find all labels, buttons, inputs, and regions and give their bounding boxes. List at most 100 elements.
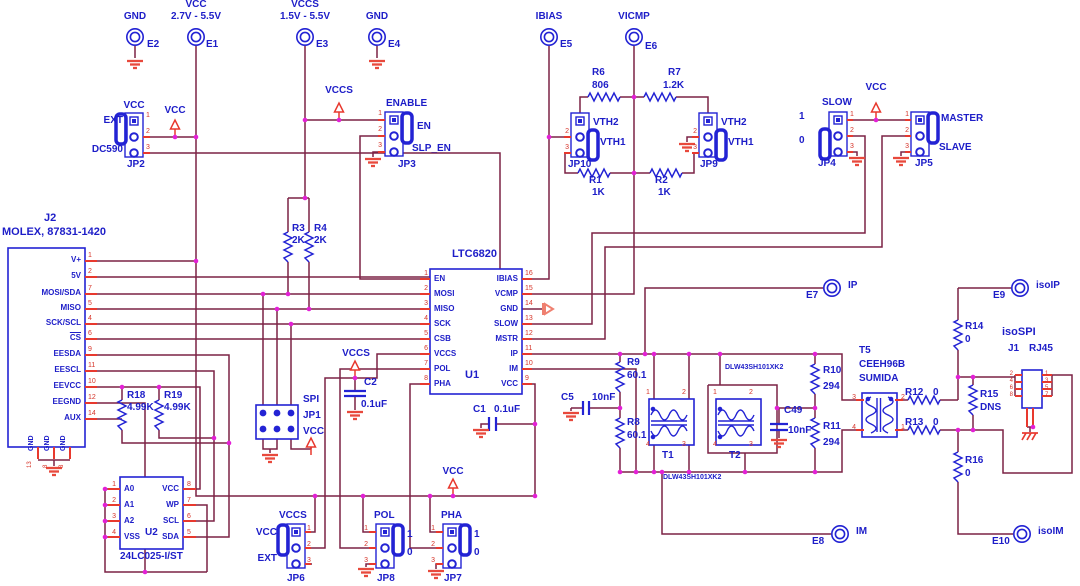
U1-pin9-num: 9 bbox=[525, 375, 529, 382]
U1-pin-MSTR: MSTR bbox=[495, 334, 518, 343]
C49-value: 10nF bbox=[788, 425, 812, 436]
E10-ref: E10 bbox=[992, 536, 1010, 547]
JP9-opt-vth2: VTH2 bbox=[721, 117, 747, 128]
U1-pin2-num: 2 bbox=[424, 285, 428, 292]
JP5-pin2-number: 2 bbox=[905, 127, 909, 134]
pin-stubs bbox=[37, 119, 1052, 565]
J2-pin-vplus: V+ bbox=[70, 255, 81, 264]
J2-pin9-num: 9 bbox=[88, 346, 92, 353]
U1-gnd-arrow bbox=[542, 302, 555, 316]
R13-value: 0 bbox=[933, 417, 939, 428]
J2-pin4-num: 4 bbox=[88, 315, 92, 322]
JP8-title: POL bbox=[374, 510, 395, 521]
U2-pin-A1: A1 bbox=[124, 500, 135, 509]
vccs-flag-label: VCCS bbox=[342, 348, 370, 359]
R2-value: 1K bbox=[658, 187, 671, 198]
JP7-pin1-number: 1 bbox=[431, 525, 435, 532]
JP4-opt-1: 1 bbox=[799, 111, 805, 122]
J2-pin-eevcc: EEVCC bbox=[53, 381, 81, 390]
E10-net-label: isoIM bbox=[1038, 526, 1064, 537]
JP7-ref: JP7 bbox=[444, 573, 462, 584]
E3-range: 1.5V - 5.5V bbox=[279, 11, 331, 22]
JP4-pin1-number: 1 bbox=[850, 111, 854, 118]
T5-pin2-num: 2 bbox=[901, 394, 905, 401]
T1-pin1-num: 1 bbox=[646, 389, 650, 396]
U1-pin14-num: 14 bbox=[525, 300, 533, 307]
JP8-pin2-number: 2 bbox=[364, 541, 368, 548]
JP5-opt-master: MASTER bbox=[941, 113, 984, 124]
E3-net-label: VCCS bbox=[291, 0, 319, 10]
T5-ref: T5 bbox=[859, 345, 871, 356]
T1-ref: T1 bbox=[662, 450, 674, 461]
R4-ref: R4 bbox=[314, 223, 327, 234]
U1-pin-SLOW: SLOW bbox=[494, 319, 518, 328]
R1-ref: R1 bbox=[589, 175, 602, 186]
JP4-ref: JP4 bbox=[818, 158, 836, 169]
R9-ref: R9 bbox=[627, 357, 640, 368]
T5-pin3-num: 3 bbox=[852, 394, 856, 401]
U2-pin2-num: 2 bbox=[112, 497, 116, 504]
C1-ref: C1 bbox=[473, 404, 486, 415]
JP4-opt-0: 0 bbox=[799, 135, 805, 146]
C5-value: 10nF bbox=[592, 392, 616, 403]
U2-pin1-num: 1 bbox=[112, 481, 116, 488]
T2-pin4-num: 4 bbox=[713, 441, 717, 448]
JP8-ref: JP8 bbox=[377, 573, 395, 584]
T1-pin3-num: 3 bbox=[682, 441, 686, 448]
R12-ref: R12 bbox=[905, 387, 924, 398]
J2-pin10-num: 10 bbox=[88, 378, 96, 385]
U1-pin1-num: 1 bbox=[424, 270, 428, 277]
T1-pin4-num: 4 bbox=[646, 441, 650, 448]
J1-pin1-num: 1 bbox=[1045, 371, 1049, 377]
E6-ref: E6 bbox=[645, 41, 658, 52]
U2-pin-SDA: SDA bbox=[162, 532, 179, 541]
U1-pin-VCC: VCC bbox=[501, 379, 518, 388]
U1-pin-EN: EN bbox=[434, 274, 446, 283]
JP3-opt-slp-en: SLP_EN bbox=[412, 143, 451, 154]
R14-ref: R14 bbox=[965, 321, 984, 332]
E2-net-label: GND bbox=[123, 11, 147, 22]
JP8-pin1-number: 1 bbox=[364, 525, 368, 532]
JP6-title: VCCS bbox=[279, 510, 307, 521]
JP2-title: VCC bbox=[123, 100, 145, 111]
JP10-opt-vth1: VTH1 bbox=[600, 137, 626, 148]
R4-value: 2K bbox=[314, 235, 327, 246]
J1-part: RJ45 bbox=[1029, 343, 1053, 354]
E7-ref: E7 bbox=[806, 290, 819, 301]
J2-pin5-num: 5 bbox=[88, 300, 92, 307]
E2-ref: E2 bbox=[147, 39, 160, 50]
U2-pin-VCC: VCC bbox=[162, 484, 179, 493]
JP6-pin3-number: 3 bbox=[307, 557, 311, 564]
transformer-windings bbox=[650, 396, 894, 440]
E4-ref: E4 bbox=[388, 39, 401, 50]
J2-pin12-num: 12 bbox=[88, 394, 96, 401]
J2-pin2-num: 2 bbox=[88, 268, 92, 275]
T1-body bbox=[648, 398, 695, 446]
U2-pin8-num: 8 bbox=[187, 481, 191, 488]
J1-pin2-num: 2 bbox=[1009, 371, 1013, 377]
J2-pin-aux: AUX bbox=[64, 413, 81, 422]
R8-ref: R8 bbox=[627, 417, 640, 428]
R19-value: 4.99K bbox=[164, 402, 191, 413]
turret-terminals bbox=[126, 27, 1031, 544]
JP5-pin3-number: 3 bbox=[905, 143, 909, 150]
JP7-opt-1: 1 bbox=[474, 529, 480, 540]
JP2-ref: JP2 bbox=[127, 159, 145, 170]
JP7-pin3-number: 3 bbox=[431, 557, 435, 564]
JP2-pin3-number: 3 bbox=[146, 144, 150, 151]
T2-ref: T2 bbox=[729, 450, 741, 461]
T5-part: CEEH96B bbox=[859, 359, 906, 370]
U2-body bbox=[119, 476, 184, 550]
U1-pin4-num: 4 bbox=[424, 315, 428, 322]
U2-pin-VSS: VSS bbox=[124, 532, 141, 541]
J1-ref: J1 bbox=[1008, 343, 1020, 354]
JP2-opt-ext: EXT bbox=[103, 115, 123, 126]
R15-ref: R15 bbox=[980, 389, 999, 400]
U1-ref: U1 bbox=[465, 369, 480, 381]
C1-value: 0.1uF bbox=[494, 404, 521, 415]
JP5-opt-slave: SLAVE bbox=[939, 142, 972, 153]
U1-pin-MOSI: MOSI bbox=[434, 289, 455, 298]
vcc-flag-label: VCC bbox=[865, 82, 887, 93]
U1-pin13-num: 13 bbox=[525, 315, 533, 322]
